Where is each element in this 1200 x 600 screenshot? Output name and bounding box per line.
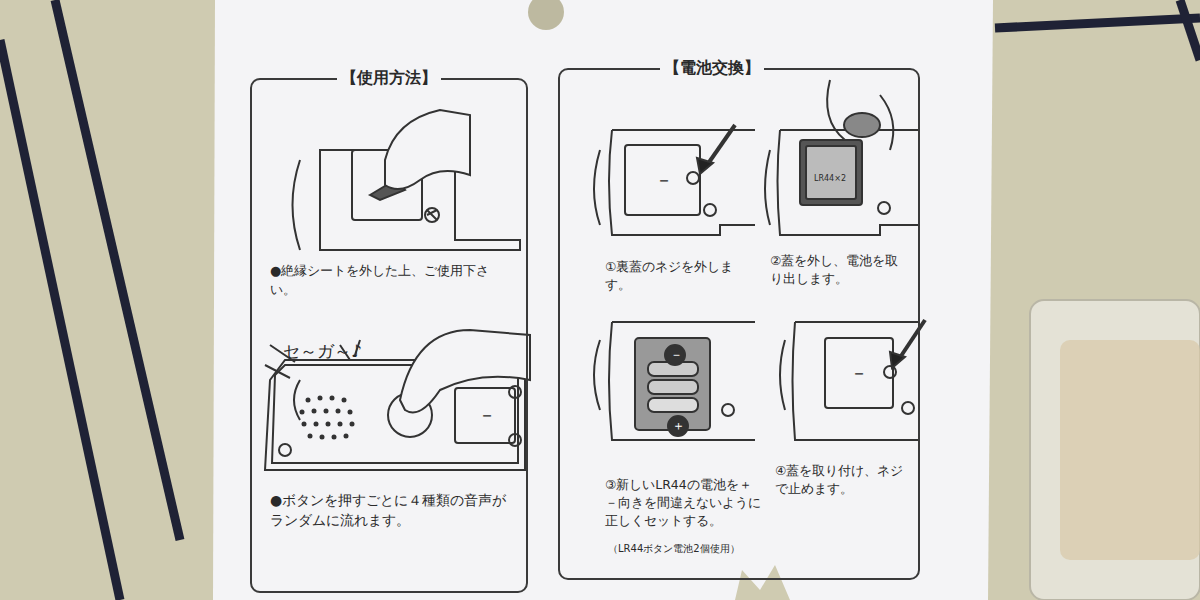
panel-heading: 【電池交換】 [660, 56, 764, 79]
instruction-panel: 【電池交換】①裏蓋のネジを外します。②蓋を外し、電池を取り出します。③新しいLR… [558, 68, 920, 580]
step-caption: ③新しいLR44の電池を＋－向きを間違えないように正しくセットする。 [605, 476, 763, 530]
plastic-pack [1030, 300, 1200, 600]
step-caption: （LR44ボタン電池2個使用） [608, 542, 778, 557]
sound-text: セ～ガ～♪ [283, 343, 362, 360]
card [213, 0, 993, 600]
plastic-pack [1060, 340, 1200, 560]
card-hole [528, 0, 564, 30]
cover-mark: － [655, 171, 673, 189]
cover-mark: － [478, 406, 496, 424]
step-caption: ●絶縁シートを外した上、ご使用下さい。 [270, 262, 515, 300]
card-tear [735, 565, 790, 600]
figures [265, 80, 925, 470]
instruction-panel: 【使用方法】●絶縁シートを外した上、ご使用下さい。●ボタンを押すごとに４種類の音… [250, 78, 528, 593]
step-caption: ④蓋を取り付け、ネジで止めます。 [775, 462, 915, 498]
polarity-mark: － [670, 348, 683, 361]
polarity-mark: ＋ [672, 419, 685, 432]
cover-mark: － [850, 364, 868, 382]
speaker-dots [300, 396, 355, 440]
step-caption: ①裏蓋のネジを外します。 [605, 258, 755, 294]
battery-label: LR44×2 [814, 175, 846, 183]
step-caption: ●ボタンを押すごとに４種類の音声がランダムに流れます。 [270, 490, 520, 531]
step-caption: ②蓋を外し、電池を取り出します。 [770, 252, 910, 288]
panel-heading: 【使用方法】 [337, 66, 441, 89]
